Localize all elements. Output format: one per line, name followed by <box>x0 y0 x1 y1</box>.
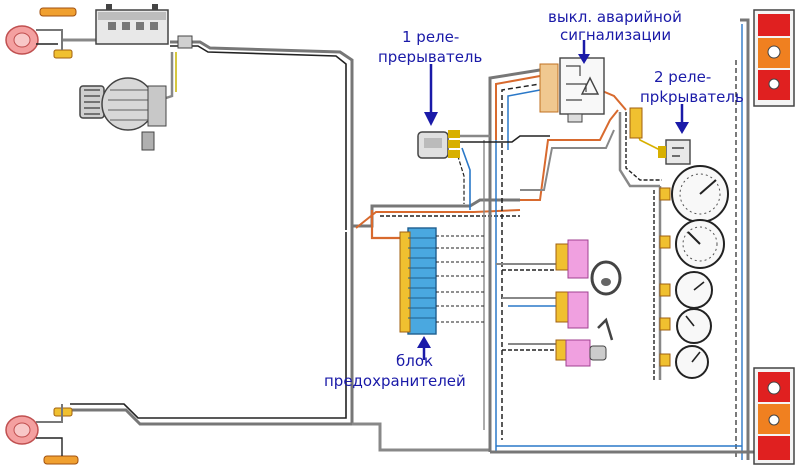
gauge-connectors <box>659 187 671 367</box>
gauge-icon <box>676 308 712 344</box>
headlamp-icon <box>5 7 77 59</box>
relay-icon <box>417 130 460 159</box>
tail-lamp-icon <box>753 9 795 107</box>
fuse-block-icon <box>399 227 484 335</box>
tail-lamp-icon <box>753 367 795 465</box>
relay2-label-line2: прkрыватель <box>640 88 744 106</box>
fuse-block-label-line1: блок <box>396 352 433 370</box>
gauge-icon <box>675 271 713 309</box>
alternator-icon <box>79 77 167 151</box>
fuse-block-label-line2: предохранителей <box>324 372 466 390</box>
switch-connectors <box>555 239 591 367</box>
gauge-icon <box>671 165 729 223</box>
relay1-label-line2: прерыватель <box>378 48 482 66</box>
battery-icon <box>95 4 193 49</box>
gauge-icon <box>675 219 725 269</box>
gauge-icon <box>675 345 709 379</box>
relay1-label-line1: 1 реле- <box>402 28 459 46</box>
wire-harness <box>62 18 756 460</box>
hazard-switch-label-line2: сигнализации <box>560 26 671 44</box>
hazard-switch-label-line1: выкл. аварийной <box>548 8 682 26</box>
headlamp-icon <box>5 404 79 465</box>
arrows <box>417 40 689 360</box>
steering-wheel-icon <box>589 260 622 361</box>
relay2-label-line1: 2 реле- <box>654 68 711 86</box>
hazard-switch-icon <box>539 57 605 123</box>
relay-icon <box>629 107 691 165</box>
